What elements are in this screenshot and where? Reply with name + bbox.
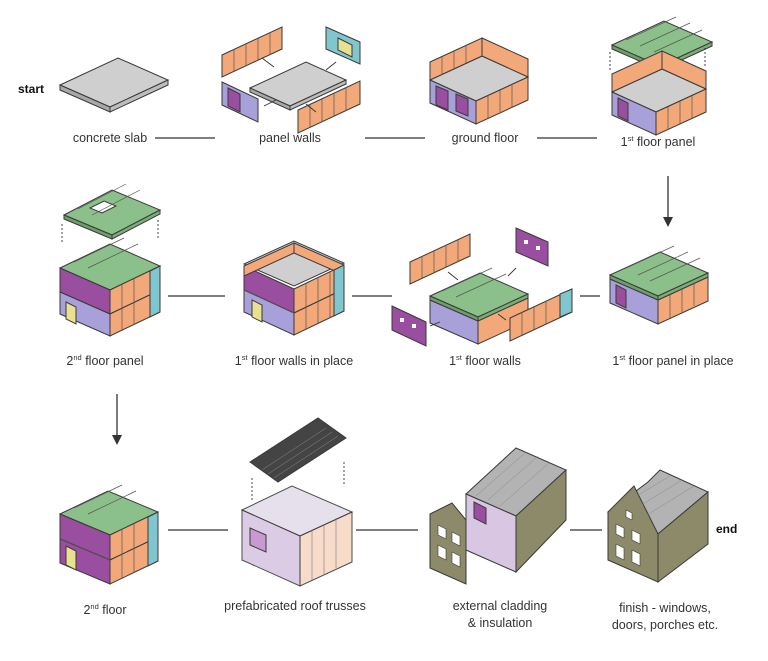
end-marker: end [716,522,738,536]
step-label-first-floor-panel-in-place: 1st floor panel in place [612,353,734,368]
panel-walls-illustration [221,26,361,134]
step-label-finish: finish - windows,doors, porches etc. [611,601,719,632]
step-label-second-floor: 2nd floor [83,602,127,617]
down-arrow-head [112,435,122,445]
start-marker: start [18,82,45,96]
step-label-first-floor-walls-in-place: 1st floor walls in place [234,353,354,368]
step-label-panel-walls: panel walls [259,131,321,145]
concrete-slab-illustration [58,57,170,113]
first-floor-panel-illustration [610,20,714,136]
ground-floor-illustration [428,37,530,125]
second-floor-panel-illustration [58,189,162,337]
step-label-ground-floor: ground floor [451,131,519,145]
step-label-external-cladding: external cladding& insulation [452,599,548,630]
external-cladding-illustration [429,447,567,585]
step-label-first-floor-panel: 1st floor panel [620,134,696,149]
down-arrow-head [663,217,673,227]
step-label-second-floor-panel: 2nd floor panel [66,353,144,368]
first-floor-walls-in-place-illustration [242,240,346,336]
first-floor-walls-illustration [391,227,573,347]
second-floor-illustration [58,490,160,585]
first-floor-panel-in-place-illustration [608,251,710,325]
step-label-prefabricated-roof-trusses: prefabricated roof trusses [224,599,366,613]
step-label-first-floor-walls: 1st floor walls [449,353,521,368]
step-label-concrete-slab: concrete slab [72,131,148,145]
prefabricated-roof-trusses-illustration [240,417,354,587]
